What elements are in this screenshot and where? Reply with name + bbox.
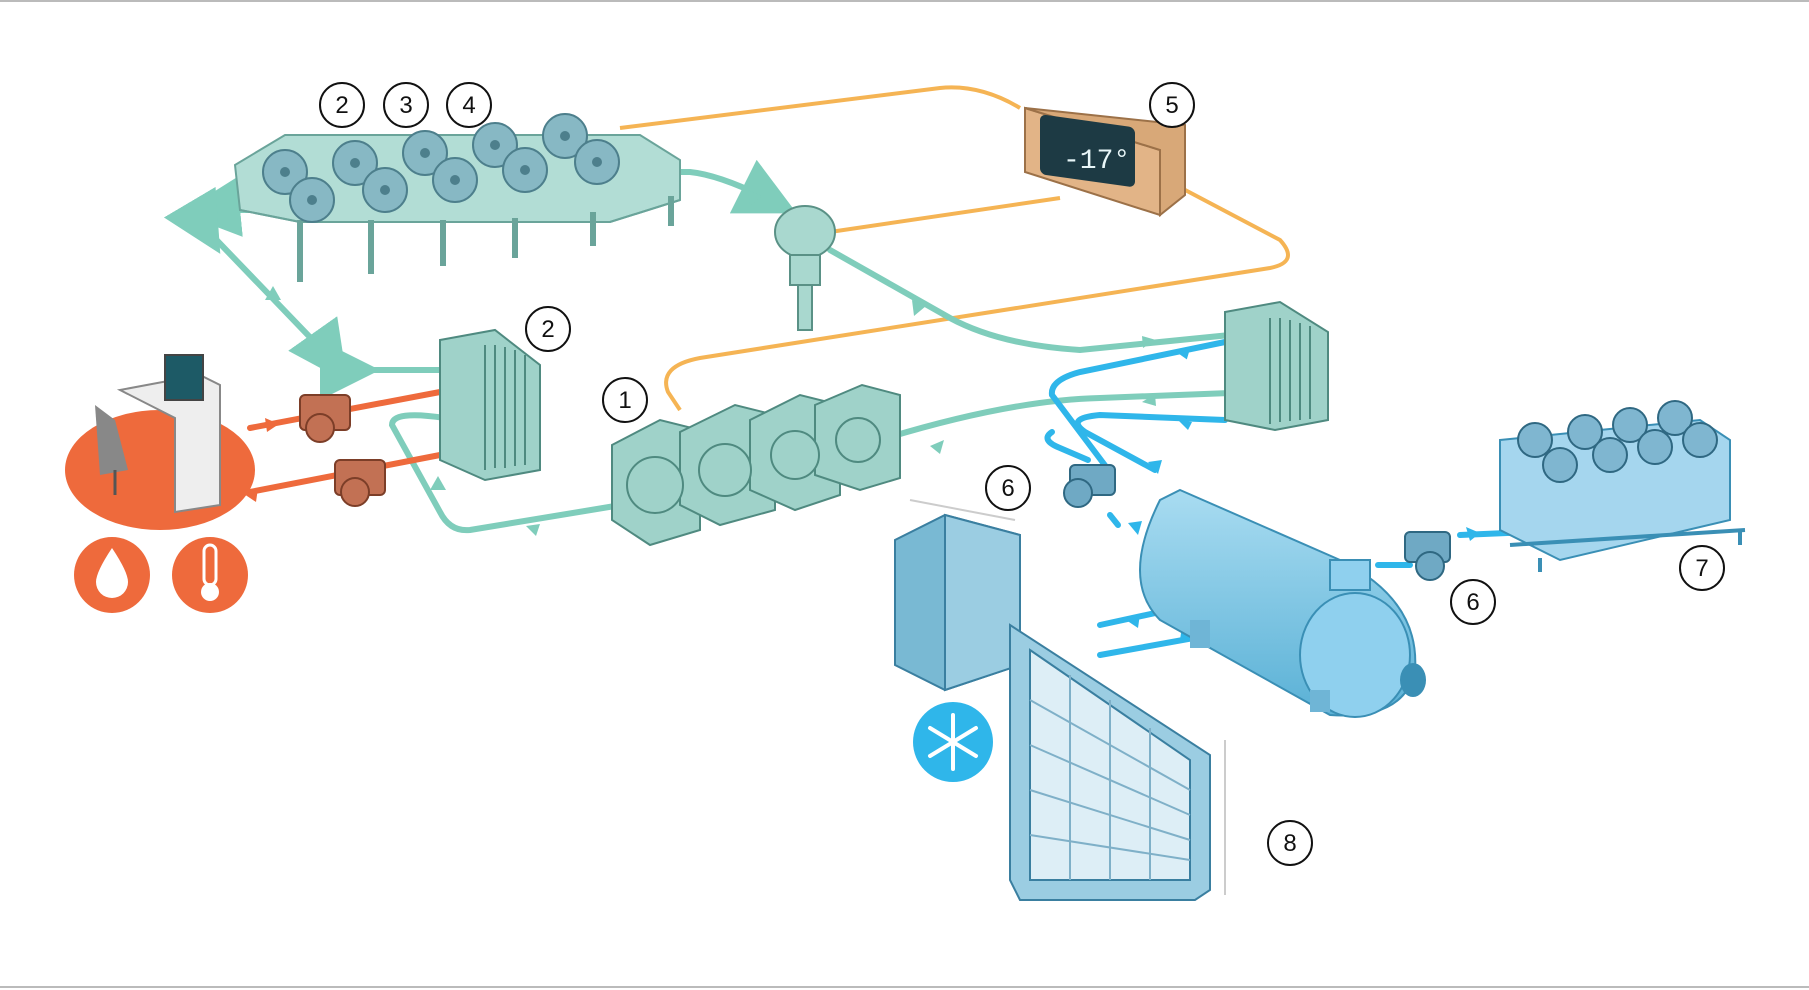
label-6-right: 6 [1466,589,1479,616]
label-5-circle [1149,82,1195,128]
label-2-exchanger: 2 [541,316,554,343]
label-2-exchanger-circle [525,306,571,352]
dry-cooler-right [1499,400,1746,572]
compressor-rack [611,383,901,547]
label-8: 8 [1283,830,1296,857]
heat-exchanger-left [439,328,541,482]
workstation-icon [65,354,255,530]
electrical-cabinet [894,499,1021,692]
label-7-circle [1679,545,1725,591]
label-6-left-circle [985,465,1031,511]
brine-pump-left [1063,464,1116,508]
label-8-circle [1267,820,1313,866]
refrigerated-display-case [1009,623,1226,901]
heating-pump-lower [334,459,386,507]
signal-wires [619,85,1290,412]
label-6-left: 6 [1001,475,1014,502]
label-3-top-circle [383,82,429,128]
label-7: 7 [1695,555,1708,582]
number-labels [319,82,1725,866]
coolant-flow-arrows [265,190,1156,536]
label-1: 1 [618,387,631,414]
label-6-right-circle [1450,579,1496,625]
heating-flow-arrows [244,418,279,502]
label-2-top-circle [319,82,365,128]
brine-flow-arrows [1126,350,1480,640]
label-4-top-circle [446,82,492,128]
temperature-controller: -17° [1024,106,1186,218]
label-1-circle [602,377,648,423]
label-3-top: 3 [399,92,412,119]
dry-cooler-bank [233,113,681,282]
expansion-valve [774,205,836,331]
heating-pump-upper [299,394,351,443]
water-drop-icon [74,537,150,613]
label-5: 5 [1165,92,1178,119]
brine-pump-right [1404,531,1451,581]
snowflake-icon [913,702,993,782]
coolant-loop-lines [163,159,1233,534]
label-2-top: 2 [335,92,348,119]
number-label-texts: 2 3 4 5 2 1 6 6 7 8 [335,92,1708,857]
storage-tank [1139,488,1426,718]
label-4-top: 4 [462,92,475,119]
heat-exchanger-right [1224,300,1329,432]
thermometer-icon [172,537,248,613]
controller-readout: -17° [1063,146,1130,177]
